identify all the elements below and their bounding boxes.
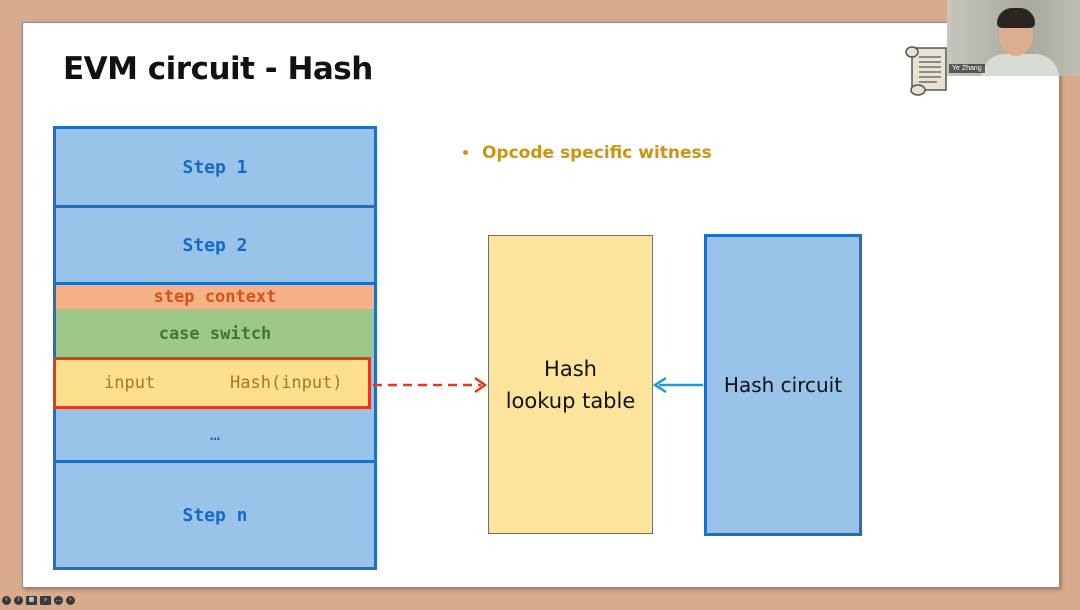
row-divider (56, 282, 374, 285)
step-2-row: Step 2 (56, 208, 374, 282)
step-1-label: Step 1 (182, 156, 248, 178)
ellipsis-label: … (209, 424, 221, 445)
lookup-label-line-1: Hash (544, 356, 597, 381)
presentation-toolbar: ‹ / ▦ ⌕ … › (2, 596, 75, 605)
case-switch-label: case switch (158, 324, 272, 344)
hash-circuit-label: Hash circuit (723, 373, 843, 397)
row-divider (56, 460, 374, 463)
bullet-point: • Opcode specific witness (461, 143, 712, 163)
row-divider (56, 205, 374, 208)
pen-tool-icon[interactable]: / (14, 596, 23, 605)
hash-input-label: Hash(input) (230, 373, 343, 393)
case-switch-row: case switch (56, 309, 374, 359)
next-slide-icon[interactable]: › (66, 596, 75, 605)
lookup-label-line-2: lookup table (505, 388, 636, 413)
bullet-dot-icon: • (461, 146, 470, 162)
participant-hair (997, 8, 1035, 28)
participant-video-thumbnail[interactable]: Ye Zhang (947, 0, 1080, 76)
step-context-row: step context (56, 285, 374, 309)
step-n-row: Step n (56, 463, 374, 567)
slides-grid-icon[interactable]: ▦ (26, 596, 37, 605)
step-context-label: step context (153, 287, 277, 307)
step-1-row: Step 1 (56, 129, 374, 205)
zoom-icon[interactable]: ⌕ (40, 596, 51, 605)
input-label: input (104, 373, 156, 393)
diagram-arrows (373, 376, 703, 394)
step-n-label: Step n (182, 504, 248, 526)
slide-title: EVM circuit - Hash (63, 51, 373, 87)
participant-name-label: Ye Zhang (949, 64, 985, 73)
previous-slide-icon[interactable]: ‹ (2, 596, 11, 605)
more-options-icon[interactable]: … (54, 596, 63, 605)
hash-circuit-box: Hash circuit (704, 234, 862, 536)
presentation-slide: EVM circuit - Hash Step 1 Step 2 step co… (22, 22, 1060, 588)
evm-step-stack: Step 1 Step 2 step context case switch …… (53, 126, 377, 570)
participant-body (981, 54, 1059, 76)
bullet-text: Opcode specific witness (481, 143, 712, 163)
hash-witness-row: input Hash(input) (53, 357, 371, 409)
hash-lookup-table-box: Hash lookup table (488, 235, 653, 534)
dashed-arrow-icon (373, 376, 488, 394)
blue-arrow-icon (652, 376, 703, 394)
ellipsis-row: … (56, 409, 374, 460)
step-2-label: Step 2 (182, 234, 248, 256)
scroll-logo-icon (905, 46, 947, 96)
